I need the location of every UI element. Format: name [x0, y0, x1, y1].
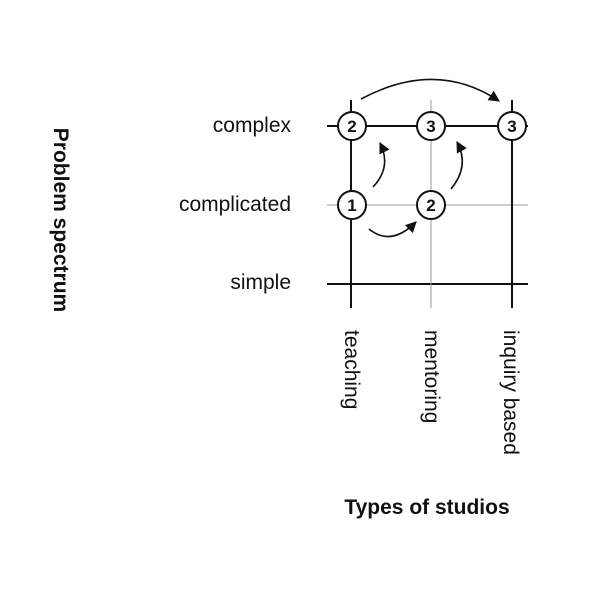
- svg-text:3: 3: [426, 117, 435, 136]
- y-axis-title: Problem spectrum: [49, 127, 72, 313]
- arrow-complicated-to-complex-teaching: [372, 141, 390, 188]
- node-complex-mentoring: 3: [416, 111, 446, 141]
- column-label-mentoring: mentoring: [420, 330, 443, 424]
- column-label-teaching: teaching: [340, 330, 363, 410]
- node-complex-inquiry: 3: [497, 111, 527, 141]
- x-axis-title: Types of studios: [344, 496, 510, 519]
- svg-text:2: 2: [347, 117, 356, 136]
- arrow-complicated-to-complex-mentoring: [450, 141, 467, 190]
- row-label-complex: complex: [212, 114, 291, 137]
- node-complicated-mentoring: 2: [416, 190, 446, 220]
- row-label-simple: simple: [230, 271, 291, 294]
- row-label-complicated: complicated: [178, 193, 291, 216]
- svg-text:1: 1: [347, 196, 356, 215]
- svg-text:2: 2: [426, 196, 435, 215]
- node-complicated-teaching: 1: [337, 190, 367, 220]
- node-complex-teaching: 2: [337, 111, 367, 141]
- svg-text:3: 3: [507, 117, 516, 136]
- arrow-teaching-to-inquiry: [360, 78, 500, 102]
- column-label-inquiry-based: inquiry based: [499, 330, 522, 455]
- arrow-teaching-to-mentoring: [368, 221, 417, 238]
